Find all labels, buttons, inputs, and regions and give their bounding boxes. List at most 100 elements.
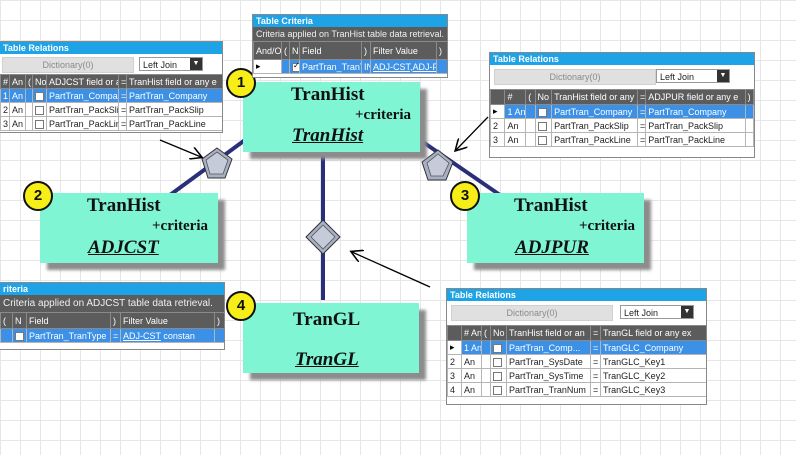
cell — [481, 340, 491, 355]
table-row[interactable]: 3 An PartTran_PackLine = PartTran_PackLi… — [0, 116, 222, 131]
cell-checkbox[interactable] — [32, 88, 47, 103]
checkbox[interactable] — [537, 135, 547, 145]
table-row[interactable]: 2 An PartTran_PackSlip = PartTran_PackSl… — [0, 102, 222, 117]
table-row[interactable]: 4 An PartTran_TranNum = TranGLC_Key3 — [447, 382, 706, 397]
cell-right-field[interactable]: PartTran_PackSlip — [126, 102, 222, 117]
cell-left-field[interactable]: PartTran_SysTime — [506, 368, 591, 383]
relation-diamond-left[interactable] — [201, 147, 233, 179]
cell-andor[interactable]: An — [9, 102, 26, 117]
table-row[interactable]: ▸ 1 An PartTran_Company = PartTran_Compa… — [490, 104, 754, 119]
table-row[interactable]: 2 An PartTran_PackSlip = PartTran_PackSl… — [490, 118, 754, 133]
table-row[interactable]: 3 An PartTran_PackLine = PartTran_PackLi… — [490, 132, 754, 147]
cell-right-field[interactable]: TranGLC_Key3 — [600, 382, 706, 397]
cell-field[interactable]: PartTran_TranType — [26, 328, 111, 343]
cell-right-field[interactable]: PartTran_Company — [126, 88, 222, 103]
join-type-select[interactable]: Left Join▼ — [620, 305, 694, 319]
checkbox[interactable] — [493, 343, 502, 353]
cell-andor[interactable]: An — [9, 88, 26, 103]
cell-andor[interactable]: An — [504, 118, 527, 133]
cell-andor[interactable]: An — [461, 354, 482, 369]
relation-diamond-bottom[interactable] — [305, 219, 341, 255]
cell-right-field[interactable]: PartTran_PackSlip — [645, 118, 746, 133]
checkbox[interactable] — [493, 357, 502, 367]
cell-checkbox[interactable] — [490, 382, 507, 397]
cell-right-field[interactable]: PartTran_PackLine — [645, 132, 746, 147]
chevron-down-icon[interactable]: ▼ — [190, 58, 202, 70]
cell-checkbox[interactable] — [534, 104, 553, 119]
dictionary-button[interactable]: Dictionary(0) — [2, 57, 134, 73]
cell-field[interactable]: PartTran_TranType — [299, 59, 362, 74]
grid-header-row: # An ( No TranHist field or an = TranGL … — [447, 325, 706, 341]
checkbox[interactable] — [537, 107, 547, 117]
cell-checkbox[interactable] — [490, 354, 507, 369]
cell-checkbox[interactable] — [490, 368, 507, 383]
relation-diamond-right[interactable] — [421, 149, 454, 181]
chevron-down-icon[interactable]: ▼ — [681, 306, 693, 318]
cell-checkbox[interactable] — [12, 328, 27, 343]
checkbox[interactable] — [292, 61, 299, 72]
cell — [25, 88, 33, 103]
filter-value-link[interactable]: ADJ-CST — [123, 330, 161, 341]
cell-andor[interactable]: 1 An — [461, 340, 482, 355]
cell-left-field[interactable]: PartTran_TranNum — [506, 382, 591, 397]
cell-filter-value[interactable]: ADJ-CST constan — [120, 328, 215, 343]
cell-andor[interactable]: 1 An — [504, 104, 527, 119]
cell-left-field[interactable]: PartTran_PackSlip — [46, 102, 119, 117]
cell-operator[interactable]: = — [110, 328, 121, 343]
table-row[interactable]: PartTran_TranType = ADJ-CST constan — [0, 328, 224, 343]
cell-andor[interactable]: An — [504, 132, 527, 147]
cell-right-field[interactable]: PartTran_Company — [645, 104, 746, 119]
col-header: # — [504, 89, 527, 105]
cell-checkbox[interactable] — [534, 132, 553, 147]
table-node-adjcst[interactable]: TranHist +criteria ADJCST — [40, 193, 218, 263]
table-node-adjpur[interactable]: TranHist +criteria ADJPUR — [467, 193, 644, 263]
join-type-select[interactable]: Left Join▼ — [656, 69, 730, 83]
cell-right-field[interactable]: TranGLC_Company — [600, 340, 706, 355]
checkbox[interactable] — [493, 371, 502, 381]
cell-right-field[interactable]: PartTran_PackLine — [126, 116, 222, 131]
cell-left-field[interactable]: PartTran_PackLine — [551, 132, 638, 147]
table-row[interactable]: 1 An PartTran_Company = PartTran_Company — [0, 88, 222, 103]
join-type-select[interactable]: Left Join▼ — [139, 57, 203, 71]
cell-checkbox[interactable] — [534, 118, 553, 133]
table-row[interactable]: ▸ 1 An PartTran_Comp... = TranGLC_Compan… — [447, 340, 706, 355]
col-header: ADJPUR field or any e — [645, 89, 746, 105]
chevron-down-icon[interactable]: ▼ — [717, 70, 729, 82]
cell-checkbox[interactable] — [32, 116, 47, 131]
table-node-trangl[interactable]: TranGL TranGL — [243, 303, 419, 373]
cell-operator[interactable]: IN — [361, 59, 371, 74]
table-row[interactable]: ▸ PartTran_TranType IN ADJ-CST,ADJ-P — [253, 59, 447, 74]
table-row[interactable]: 2 An PartTran_SysDate = TranGLC_Key1 — [447, 354, 706, 369]
filter-value-link[interactable]: ADJ-CST,ADJ-P — [373, 61, 437, 72]
cell-checkbox[interactable] — [32, 102, 47, 117]
checkbox[interactable] — [35, 91, 44, 101]
checkbox[interactable] — [537, 121, 547, 131]
table-node-tranhist[interactable]: TranHist +criteria TranHist — [243, 82, 420, 152]
checkbox[interactable] — [35, 119, 44, 129]
node-table-name: TranHist — [291, 84, 365, 105]
table-relations-panel-trangl: Table Relations Dictionary(0) Left Join▼… — [446, 288, 707, 405]
cell-left-field[interactable]: PartTran_Company — [551, 104, 638, 119]
checkbox[interactable] — [493, 385, 502, 395]
cell-right-field[interactable]: TranGLC_Key2 — [600, 368, 706, 383]
table-row[interactable]: 3 An PartTran_SysTime = TranGLC_Key2 — [447, 368, 706, 383]
checkbox[interactable] — [15, 331, 24, 341]
cell-right-field[interactable]: TranGLC_Key1 — [600, 354, 706, 369]
cell-checkbox[interactable] — [490, 340, 507, 355]
cell-left-field[interactable]: PartTran_Comp... — [506, 340, 591, 355]
dictionary-button[interactable]: Dictionary(0) — [451, 305, 613, 321]
cell-andor[interactable]: An — [9, 116, 26, 131]
row-pointer: ▸ — [447, 340, 462, 355]
checkbox[interactable] — [35, 105, 44, 115]
cell-andor[interactable]: An — [461, 382, 482, 397]
cell-left-field[interactable]: PartTran_SysDate — [506, 354, 591, 369]
cell-left-field[interactable]: PartTran_PackSlip — [551, 118, 638, 133]
cell-left-field[interactable]: PartTran_Company — [46, 88, 119, 103]
cell-andor[interactable]: An — [461, 368, 482, 383]
cell-left-field[interactable]: PartTran_PackLine — [46, 116, 119, 131]
cell-filter-value[interactable]: ADJ-CST,ADJ-P — [370, 59, 437, 74]
col-header: TranHist field or any — [551, 89, 638, 105]
cell-checkbox[interactable] — [289, 59, 300, 74]
dictionary-button[interactable]: Dictionary(0) — [494, 69, 656, 85]
